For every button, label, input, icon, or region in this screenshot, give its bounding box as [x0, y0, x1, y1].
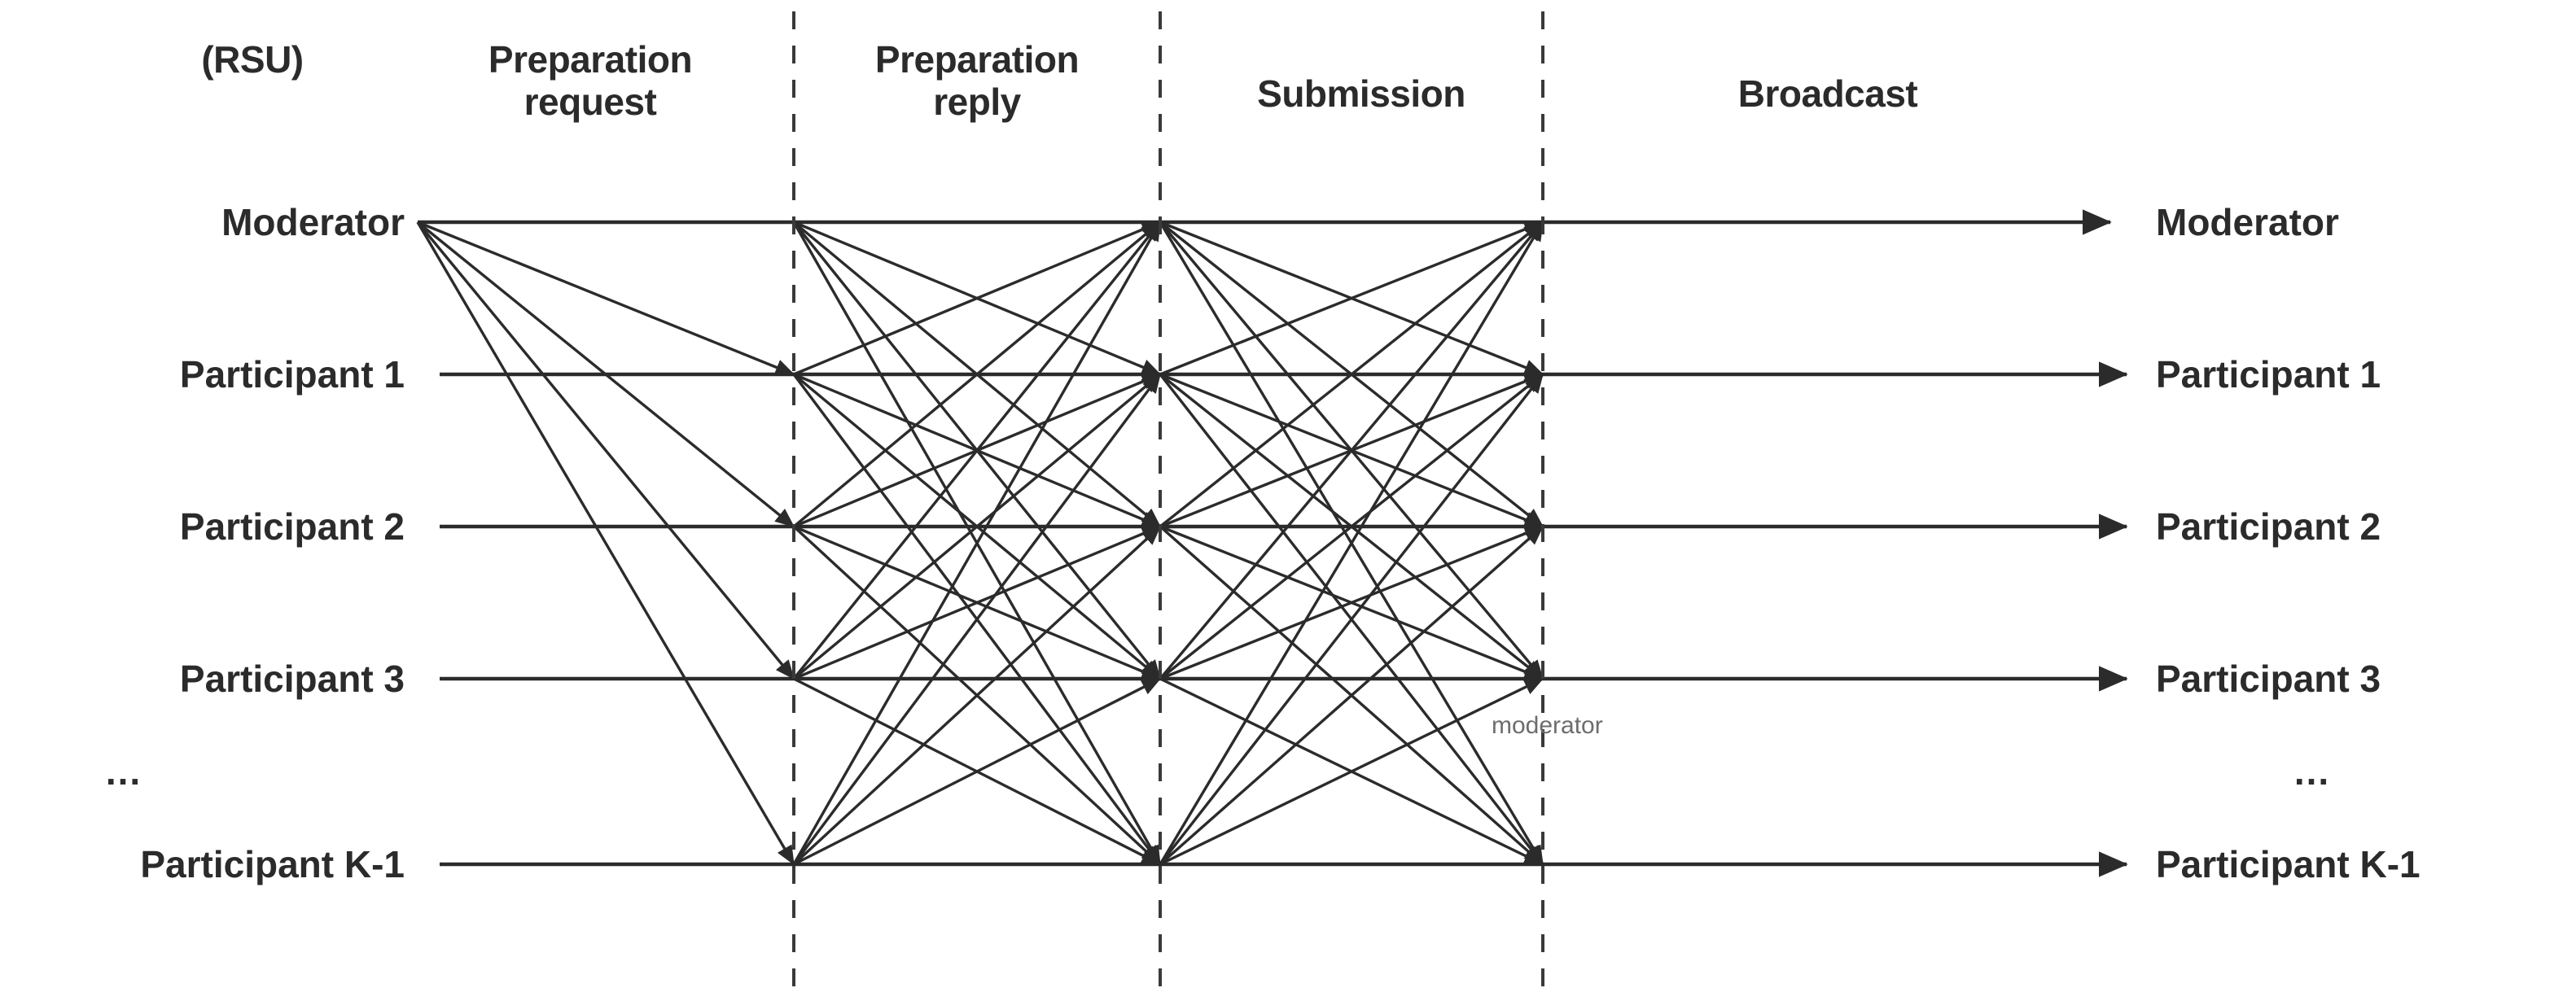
entity-column-header: (RSU) — [201, 38, 304, 81]
moderator-annotation: moderator — [1492, 712, 1603, 739]
lane-lines-group — [418, 209, 2128, 877]
phase-dividers-group — [792, 11, 1544, 999]
arrow-flow-submission-participant-3-to-moderator — [1159, 221, 1544, 680]
right-label-participant-2: Participant 2 — [2156, 505, 2381, 548]
arrow-flow-preparation-request-to-participant-k1 — [416, 221, 795, 866]
left-ellipsis: ... — [105, 750, 142, 793]
phase-header-submission: Submission — [1257, 72, 1465, 115]
phase-header-preparation-request: Preparation request — [488, 38, 693, 123]
arrow-flow-submission-participant-2-to-moderator — [1159, 221, 1544, 528]
right-label-participant-3: Participant 3 — [2156, 658, 2381, 700]
phase-header-preparation-reply: Preparation reply — [874, 38, 1080, 123]
phase-header-broadcast: Broadcast — [1737, 72, 1918, 115]
right-label-participant-k1: Participant K-1 — [2156, 843, 2420, 885]
left-label-moderator: Moderator — [221, 201, 405, 243]
arrow-flow-submission-participant-k1-to-moderator — [1159, 221, 1544, 865]
arrow-flow-preparation-reply-participant-3-to-participant-1 — [792, 373, 1162, 680]
arrow-flow-preparation-reply-participant-k1-to-participant-2 — [792, 525, 1162, 866]
arrow-flow-preparation-reply-participant-1-to-moderator — [793, 221, 1162, 376]
message-arrows-group — [416, 221, 1544, 866]
arrow-flow-preparation-request-to-participant-3 — [416, 221, 795, 680]
left-label-participant-k1: Participant K-1 — [140, 843, 405, 885]
arrow-flow-preparation-reply-participant-k1-to-participant-3 — [793, 677, 1162, 866]
arrow-flow-submission-participant-k1-to-participant-3 — [1159, 677, 1544, 866]
left-label-participant-3: Participant 3 — [179, 658, 405, 700]
arrow-flow-preparation-reply-participant-k1-to-participant-1 — [792, 373, 1162, 866]
arrow-flow-preparation-request-to-participant-1 — [417, 221, 795, 376]
right-ellipsis: ... — [2293, 750, 2331, 793]
arrow-flow-submission-participant-3-to-participant-2 — [1159, 525, 1544, 680]
arrow-flow-preparation-request-to-participant-2 — [416, 221, 795, 528]
arrow-flow-preparation-reply-participant-k1-to-moderator — [792, 221, 1162, 865]
arrow-flow-submission-participant-k1-to-participant-1 — [1159, 373, 1544, 866]
arrow-flow-submission-participant-3-to-participant-1 — [1159, 373, 1544, 680]
arrow-flow-submission-participant-1-to-moderator — [1159, 221, 1544, 376]
left-label-participant-2: Participant 2 — [179, 505, 405, 548]
arrow-flow-submission-participant-k1-to-participant-2 — [1159, 525, 1544, 866]
left-label-participant-1: Participant 1 — [179, 353, 405, 396]
arrow-flow-preparation-reply-participant-3-to-moderator — [792, 221, 1162, 680]
right-label-moderator: Moderator — [2156, 201, 2339, 243]
arrow-flow-preparation-reply-participant-2-to-moderator — [792, 221, 1162, 528]
right-label-participant-1: Participant 1 — [2156, 353, 2381, 396]
arrow-flow-preparation-reply-participant-3-to-participant-2 — [793, 525, 1162, 680]
